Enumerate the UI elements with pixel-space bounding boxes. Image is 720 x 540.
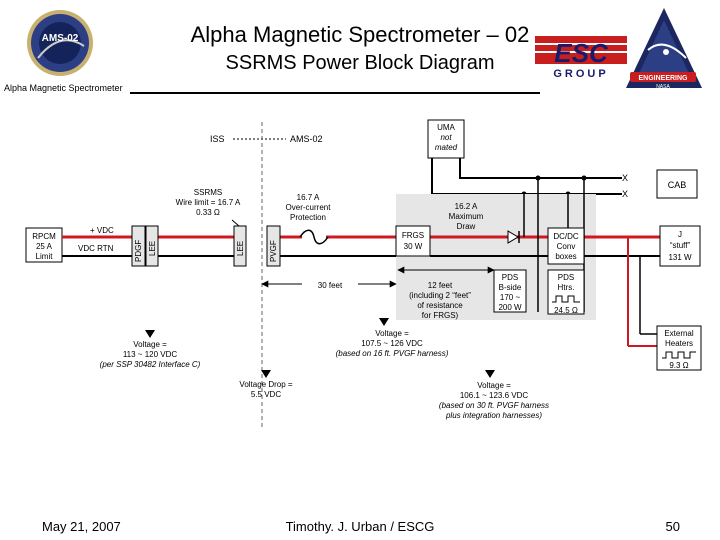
- open-x-2: X: [622, 189, 628, 199]
- load-label-2: “stuff”: [670, 241, 691, 250]
- dcdc-label-3: boxes: [555, 252, 576, 261]
- ssrms-label-1: SSRMS: [194, 188, 222, 197]
- header-left-label: Alpha Magnetic Spectrometer: [4, 83, 123, 93]
- voltage1-label-2: 113 ~ 120 VDC: [123, 350, 178, 359]
- lee-label-2: LEE: [236, 241, 245, 256]
- footer-date: May 21, 2007: [42, 519, 121, 534]
- twelve-label-4: for FRGS): [422, 311, 459, 320]
- voltage3-label-2: 106.1 ~ 123.6 VDC: [460, 391, 528, 400]
- rpcm-label-3: Limit: [36, 252, 54, 261]
- maxdraw-label-2: Maximum: [449, 212, 484, 221]
- pdgf-connector: [131, 225, 146, 267]
- external-heaters-box: [656, 325, 702, 371]
- pvgf-label: PVGF: [269, 240, 278, 262]
- voltage1-label-1: Voltage =: [133, 340, 167, 349]
- pds-heaters-label-2: Htrs.: [558, 283, 575, 292]
- ssrms-label-3: 0.33 Ω: [196, 208, 220, 217]
- header-rule: [130, 92, 540, 94]
- voltage-marker: [261, 370, 271, 378]
- external-heater-resistance: 9.3 Ω: [669, 361, 688, 370]
- frgs-label-2: 30 W: [404, 242, 423, 251]
- pds-bside-label-2: B-side: [499, 283, 522, 292]
- vdc-label: + VDC: [90, 226, 114, 235]
- rpcm-label-2: 25 A: [36, 242, 53, 251]
- ams-02-logo: AMS-02: [27, 10, 93, 76]
- frgs-label-1: FRGS: [402, 231, 424, 240]
- dcdc-box: [547, 227, 585, 265]
- fuse-symbol: [299, 229, 329, 245]
- lee-label-1: LEE: [148, 241, 157, 256]
- voltage2-label-2: 107.5 ~ 126 VDC: [361, 339, 423, 348]
- voltage-marker: [379, 318, 389, 326]
- lee-connector-2: [233, 225, 247, 267]
- frgs-box: [395, 225, 431, 257]
- esc-logo-text: ESC: [554, 38, 609, 68]
- uma-box: [427, 119, 465, 159]
- iss-label: ISS: [210, 134, 225, 144]
- pds-heater-waveform: [552, 295, 580, 303]
- voltage-drop-label-1: Voltage Drop =: [239, 380, 292, 389]
- uma-label-2: not: [440, 133, 452, 142]
- twelve-label-3: of resistance: [417, 301, 463, 310]
- voltage3-label-3: (based on 30 ft. PVGF harness: [439, 401, 549, 410]
- footer-author: Timothy. J. Urban / ESCG: [285, 519, 435, 534]
- page-number: 50: [665, 519, 680, 534]
- pvgf-connector: [266, 225, 281, 267]
- pds-heaters-label-1: PDS: [558, 273, 574, 282]
- voltage2-label-3: (based on 16 ft. PVGF harness): [336, 349, 449, 358]
- overcurrent-label-1: 16.7 A: [297, 193, 320, 202]
- maxdraw-label-1: 16.2 A: [455, 202, 478, 211]
- bus-wire-lower: [459, 158, 622, 179]
- pds-bside-label-1: PDS: [502, 273, 518, 282]
- twelve-label-2: (including 2 “feet”: [409, 291, 471, 300]
- lee-connector-1: [145, 225, 159, 267]
- voltage-marker: [485, 370, 495, 378]
- ams02-label: AMS-02: [290, 134, 323, 144]
- pds-bside-label-4: 200 W: [498, 303, 522, 312]
- twelve-label-1: 12 feet: [428, 281, 453, 290]
- esc-logo-group: GROUP: [553, 68, 608, 80]
- page-subtitle: SSRMS Power Block Diagram: [225, 52, 495, 74]
- dcdc-label-2: Conv: [557, 242, 576, 251]
- pds-bside-label-3: 170 ~: [500, 293, 521, 302]
- voltage3-label-4: plus integration harnesses): [445, 411, 542, 420]
- load-label-1: J: [678, 230, 682, 239]
- uma-label-1: UMA: [437, 123, 455, 132]
- ams-logo-text: AMS-02: [42, 33, 79, 44]
- maxdraw-label-3: Draw: [457, 222, 476, 231]
- voltage-marker: [145, 330, 155, 338]
- voltage2-label-1: Voltage =: [375, 329, 409, 338]
- voltage3-label-1: Voltage =: [477, 381, 511, 390]
- rpcm-box: [25, 227, 63, 263]
- vdc-rtn-label: VDC RTN: [78, 244, 114, 253]
- pds-heaters-box: [547, 269, 585, 315]
- voltage-drop-label-2: 5.5 VDC: [251, 390, 281, 399]
- esc-group-logo: ESC GROUP: [535, 36, 627, 80]
- engineering-logo: ENGINEERING NASA: [626, 8, 702, 90]
- page-title: Alpha Magnetic Spectrometer – 02: [190, 22, 530, 47]
- cab-label: CAB: [668, 180, 687, 190]
- external-heater-waveform: [662, 351, 696, 359]
- open-x-1: X: [622, 173, 628, 183]
- pds-bside-box: [493, 269, 527, 313]
- pds-heater-resistance: 24.5 Ω: [554, 306, 578, 315]
- overcurrent-label-3: Protection: [290, 213, 326, 222]
- load-box: [659, 225, 701, 267]
- diode-symbol: [507, 230, 519, 244]
- cab-box: [656, 169, 698, 199]
- voltage1-label-3: (per SSP 30482 Interface C): [100, 360, 201, 369]
- external-heaters-label-2: Heaters: [665, 339, 693, 348]
- load-label-3: 131 W: [668, 253, 692, 262]
- ssrms-label-2: Wire limit = 16.7 A: [176, 198, 241, 207]
- overcurrent-label-2: Over-current: [286, 203, 332, 212]
- external-heaters-label-1: External: [664, 329, 694, 338]
- eng-logo-nasa: NASA: [656, 84, 670, 90]
- distance-30ft-label: 30 feet: [318, 281, 343, 290]
- uma-label-3: mated: [435, 143, 458, 152]
- pdgf-label: PDGF: [134, 240, 143, 262]
- eng-logo-text: ENGINEERING: [638, 75, 688, 82]
- dcdc-label-1: DC/DC: [553, 232, 579, 241]
- rpcm-label-1: RPCM: [32, 232, 56, 241]
